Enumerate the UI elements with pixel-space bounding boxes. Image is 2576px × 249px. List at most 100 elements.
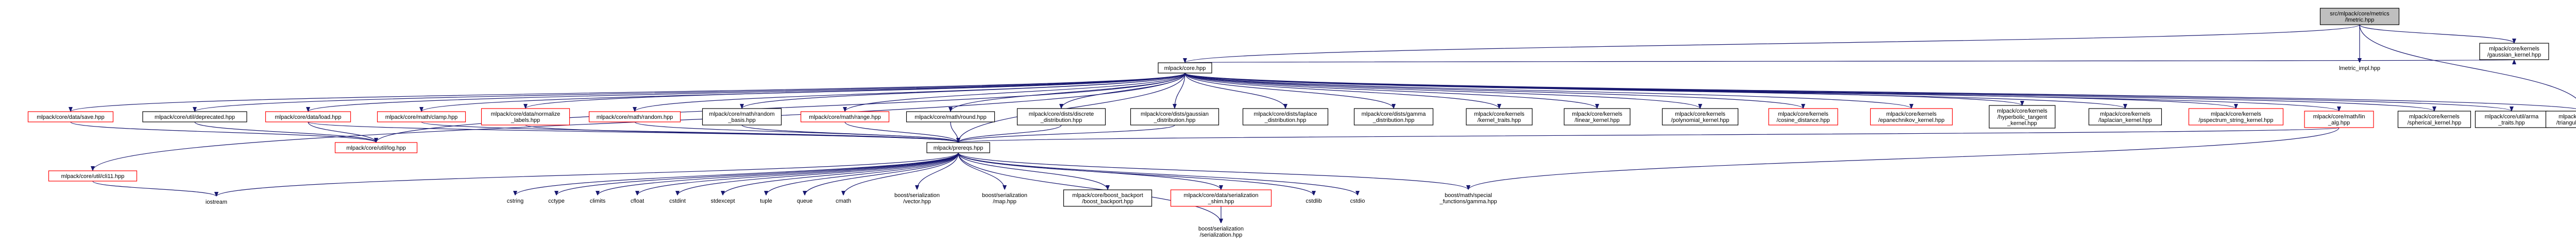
node-box [2304,111,2374,128]
node-serialization-shim[interactable]: mlpack/core/data/serialization_shim.hpp [1170,189,1272,207]
node-box [27,111,114,122]
node-label: iostream [206,199,227,205]
node-deprecated[interactable]: mlpack/core/util/deprecated.hpp [142,111,247,122]
node-label: _alg.hpp [2328,120,2350,126]
node-label: mlpack/core/kernels [1675,111,1725,117]
node-math-round[interactable]: mlpack/core/math/round.hpp [906,111,995,122]
node-box [1188,223,1255,240]
node-cstdlib[interactable]: cstdlib [1299,195,1329,206]
node-kernel-traits[interactable]: mlpack/core/kernels/kernel_traits.hpp [1466,108,1533,126]
node-cstdint[interactable]: cstdint [663,195,692,206]
node-gamma-dist[interactable]: mlpack/core/dists/gamma_distribution.hpp [1353,108,1434,126]
edges [69,24,2576,224]
node-box [1299,195,1329,206]
node-spherical-kernel[interactable]: mlpack/core/kernels/spherical_kernel.hpp [2397,111,2471,128]
node-core[interactable]: mlpack/core.hpp [1158,62,1212,74]
node-boost-backport[interactable]: mlpack/core/boost_backport/boost_backpor… [1063,189,1153,207]
edge-data-save-to-log [70,121,378,143]
node-random-basis[interactable]: mlpack/core/math/random_basis.hpp [702,108,782,126]
node-label: mlpack/core/util/arma [2485,114,2539,120]
node-cosine-distance[interactable]: mlpack/core/kernels/cosine_distance.hpp [1768,108,1838,126]
node-polynomial-kernel[interactable]: mlpack/core/kernels/polynomial_kernel.hp… [1662,108,1739,126]
node-pspectrum-kernel[interactable]: mlpack/core/kernels/pspectrum_string_ker… [2188,108,2284,126]
node-prereqs[interactable]: mlpack/prereqs.hpp [926,142,990,153]
node-cfloat[interactable]: cfloat [624,195,651,206]
node-epanechnikov-kernel[interactable]: mlpack/core/kernels/epanechnikov_kernel.… [1870,108,1953,126]
node-laplacian-kernel[interactable]: mlpack/core/kernels/laplacian_kernel.hpp [2088,108,2162,126]
node-label: mlpack/prereqs.hpp [934,145,984,151]
node-arma-traits[interactable]: mlpack/core/util/arma_traits.hpp [2475,111,2549,128]
node-climits[interactable]: climits [583,195,613,206]
node-box [1016,108,1106,126]
node-label: queue [797,198,813,204]
node-discrete-dist[interactable]: mlpack/core/dists/discrete_distribution.… [1016,108,1106,126]
node-special-gamma[interactable]: boost/math/special_functions/gamma.hpp [1433,189,1503,207]
node-label: mlpack/core/dists/laplace [1254,111,1317,117]
node-label: _shim.hpp [1208,199,1234,205]
node-label: _distribution.hpp [1264,117,1307,123]
node-label: mlpack/core/util/deprecated.hpp [155,114,235,120]
node-lin-alg[interactable]: mlpack/core/math/lin_alg.hpp [2304,111,2374,128]
node-triangular-kernel[interactable]: mlpack/core/kernels/triangular_kernel.hp… [2545,111,2576,128]
node-stdexcept[interactable]: stdexcept [705,195,741,206]
edge-prereqs-to-boost-ser-vector [915,152,959,190]
node-tuple[interactable]: tuple [754,195,778,206]
node-label: mlpack/core.hpp [1164,65,1206,72]
node-label: mlpack/core/kernels [1997,108,2047,114]
node-math-random[interactable]: mlpack/core/math/random.hpp [588,111,681,122]
node-math-clamp[interactable]: mlpack/core/math/clamp.hpp [377,111,466,122]
node-math-range[interactable]: mlpack/core/math/range.hpp [800,111,890,122]
node-box [800,111,890,122]
node-box [481,108,570,126]
node-boost-ser-map[interactable]: boost/serialization/map.hpp [971,189,1038,207]
node-iostream[interactable]: iostream [200,196,233,207]
node-lmetric-impl[interactable]: lmetric_impl.hpp [2331,62,2388,74]
node-laplace-dist[interactable]: mlpack/core/dists/laplace_distribution.h… [1242,108,1329,126]
edge-prereqs-to-tuple [764,152,959,196]
node-box [705,195,741,206]
node-label: mlpack/core/math/random [709,111,774,117]
node-box [1466,108,1533,126]
node-data-save[interactable]: mlpack/core/data/save.hpp [27,111,114,122]
node-box [1353,108,1434,126]
node-boost-ser-vector[interactable]: boost/serialization/vector.hpp [884,189,951,207]
node-cctype[interactable]: cctype [543,195,570,206]
node-cmath[interactable]: cmath [832,195,855,206]
node-box [906,111,995,122]
edge-core-to-laplacian-kernel [1184,73,2127,109]
node-label: mlpack/core/kernels [2100,111,2150,117]
node-box [1130,108,1219,126]
node-label: mlpack/core/math/lin [2313,114,2365,120]
edge-core-to-polynomial-kernel [1184,73,1702,109]
node-label: /serialization.hpp [1200,232,1243,238]
node-label: boost/serialization [982,192,1027,199]
node-label: mlpack/core/dists/discrete [1029,111,1094,117]
edge-prereqs-to-climits [596,152,959,196]
node-cstring[interactable]: cstring [500,195,530,206]
node-box [1433,189,1503,207]
node-gaussian-kernel[interactable]: mlpack/core/kernels/gaussian_kernel.hpp [2479,43,2549,60]
edge-core-to-laplace-dist [1184,73,1287,109]
node-box [377,111,466,122]
edge-root-to-triangular-kernel [2359,24,2576,99]
edge-prereqs-to-stdexcept [721,152,959,196]
edge-prereqs-to-boost-backport [958,152,1110,190]
node-queue[interactable]: queue [793,195,817,206]
edge-prereqs-to-special-gamma [958,152,1470,190]
node-label: _kernel.hpp [2007,120,2037,127]
node-label: mlpack/core/data/load.hpp [275,114,341,120]
node-label: src/mlpack/core/metrics [2330,11,2389,17]
node-boost-serialization[interactable]: boost/serialization/serialization.hpp [1188,223,1255,240]
node-gaussian-dist[interactable]: mlpack/core/dists/gaussian_distribution.… [1130,108,1219,126]
edge-prereqs-to-cfloat [635,152,959,196]
node-label: _functions/gamma.hpp [1439,199,1497,205]
node-label: boost/math/special [1445,192,1492,199]
node-cctype-extra[interactable]: cstdio [1344,195,1371,206]
edge-core-to-data-load [306,73,1185,112]
node-linear-kernel[interactable]: mlpack/core/kernels/linear_kernel.hpp [1564,108,1631,126]
node-hyperbolic-tangent[interactable]: mlpack/core/kernels/hyperbolic_tangent_k… [1989,105,2056,129]
node-cli11[interactable]: mlpack/core/util/cli11.hpp [48,170,138,182]
node-data-load[interactable]: mlpack/core/data/load.hpp [265,111,351,122]
node-log[interactable]: mlpack/core/util/log.hpp [334,142,418,153]
node-normalize-labels[interactable]: mlpack/core/data/normalize_labels.hpp [481,108,570,126]
